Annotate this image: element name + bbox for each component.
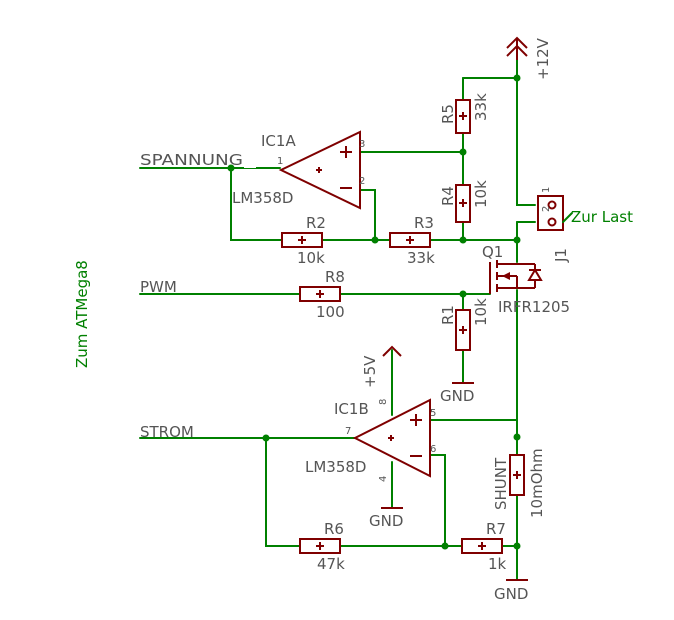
ic1b-value: LM358D [305, 458, 366, 476]
opamp-ic1a [278, 130, 361, 210]
plus12-label: +12V [534, 37, 552, 80]
r7-value: 1k [488, 555, 507, 573]
gnd-label: GND [494, 585, 528, 603]
junction [459, 290, 467, 298]
shunt-value: 10mOhm [528, 448, 546, 518]
ic1b-pin-out: 7 [345, 426, 351, 437]
resistor-r7 [461, 538, 503, 554]
ic1a-pin-plus: 3 [359, 139, 365, 150]
r7-name: R7 [486, 520, 506, 538]
q1-name: Q1 [482, 243, 503, 261]
junction [459, 148, 467, 156]
q1-value: IRFR1205 [498, 298, 570, 316]
r6-value: 47k [317, 555, 345, 573]
r8-value: 100 [316, 303, 345, 321]
net-pwm-label: PWM [140, 278, 177, 296]
junction [459, 236, 467, 244]
junction [513, 433, 521, 441]
resistor-r2 [281, 232, 323, 248]
ic1b-pin-gnd: 4 [378, 476, 389, 482]
opamp-ic1b [352, 398, 431, 478]
junction [513, 542, 521, 550]
r2-name: R2 [306, 214, 326, 232]
gnd-label: GND [440, 387, 474, 405]
r5-name: R5 [439, 104, 457, 124]
j1-name: J1 [552, 248, 570, 263]
label-clip [244, 150, 256, 168]
junction [513, 236, 521, 244]
net-spannung-label: SPANNUNG [140, 151, 243, 169]
plus5-label: +5V [361, 355, 379, 388]
gnd-symbols [381, 382, 528, 581]
atmega-side-label: Zum ATMega8 [73, 260, 91, 368]
junction [262, 434, 270, 442]
ic1a-pin-out: 1 [277, 156, 283, 167]
r5-value: 33k [472, 93, 490, 121]
junction [441, 542, 449, 550]
junction [371, 236, 379, 244]
resistor-r6 [299, 538, 341, 554]
ic1a-pin-minus: 2 [359, 176, 365, 187]
resistor-shunt [509, 454, 525, 496]
ic1b-name: IC1B [334, 400, 369, 418]
resistor-r8 [299, 286, 341, 302]
junctions [227, 74, 521, 550]
supply-12v-symbol [506, 36, 528, 60]
r2-value: 10k [297, 249, 325, 267]
r1-value: 10k [472, 298, 490, 326]
gnd-label: GND [369, 512, 403, 530]
resistor-r1 [455, 309, 471, 351]
r4-value: 10k [472, 180, 490, 208]
r6-name: R6 [324, 520, 344, 538]
r1-name: R1 [439, 305, 457, 325]
wires [139, 49, 536, 581]
junction [227, 164, 235, 172]
mosfet-q1 [489, 260, 543, 294]
shunt-name: SHUNT [492, 457, 510, 510]
ic1b-pin-plus: 5 [430, 408, 436, 419]
r3-value: 33k [407, 249, 435, 267]
ic1b-pin-vcc: 8 [378, 399, 389, 405]
net-strom-label: STROM [140, 423, 194, 441]
zur-last-label: Zur Last [571, 208, 633, 226]
ic1b-pin-minus: 6 [430, 444, 436, 455]
j1-pin1: 1 [541, 187, 552, 193]
resistor-r3 [389, 232, 431, 248]
r4-name: R4 [439, 186, 457, 206]
r3-name: R3 [414, 214, 434, 232]
ic1a-name: IC1A [261, 132, 296, 150]
ic1a-value: LM358D [232, 189, 293, 207]
j1-pin2: 2 [541, 206, 552, 212]
r8-name: R8 [325, 268, 345, 286]
resistor-r4 [455, 184, 471, 223]
resistor-r5 [455, 99, 471, 134]
supply-5v-symbol [382, 345, 402, 357]
junction [513, 74, 521, 82]
zur-last-pointer [562, 212, 573, 223]
connector-j1 [537, 195, 564, 231]
